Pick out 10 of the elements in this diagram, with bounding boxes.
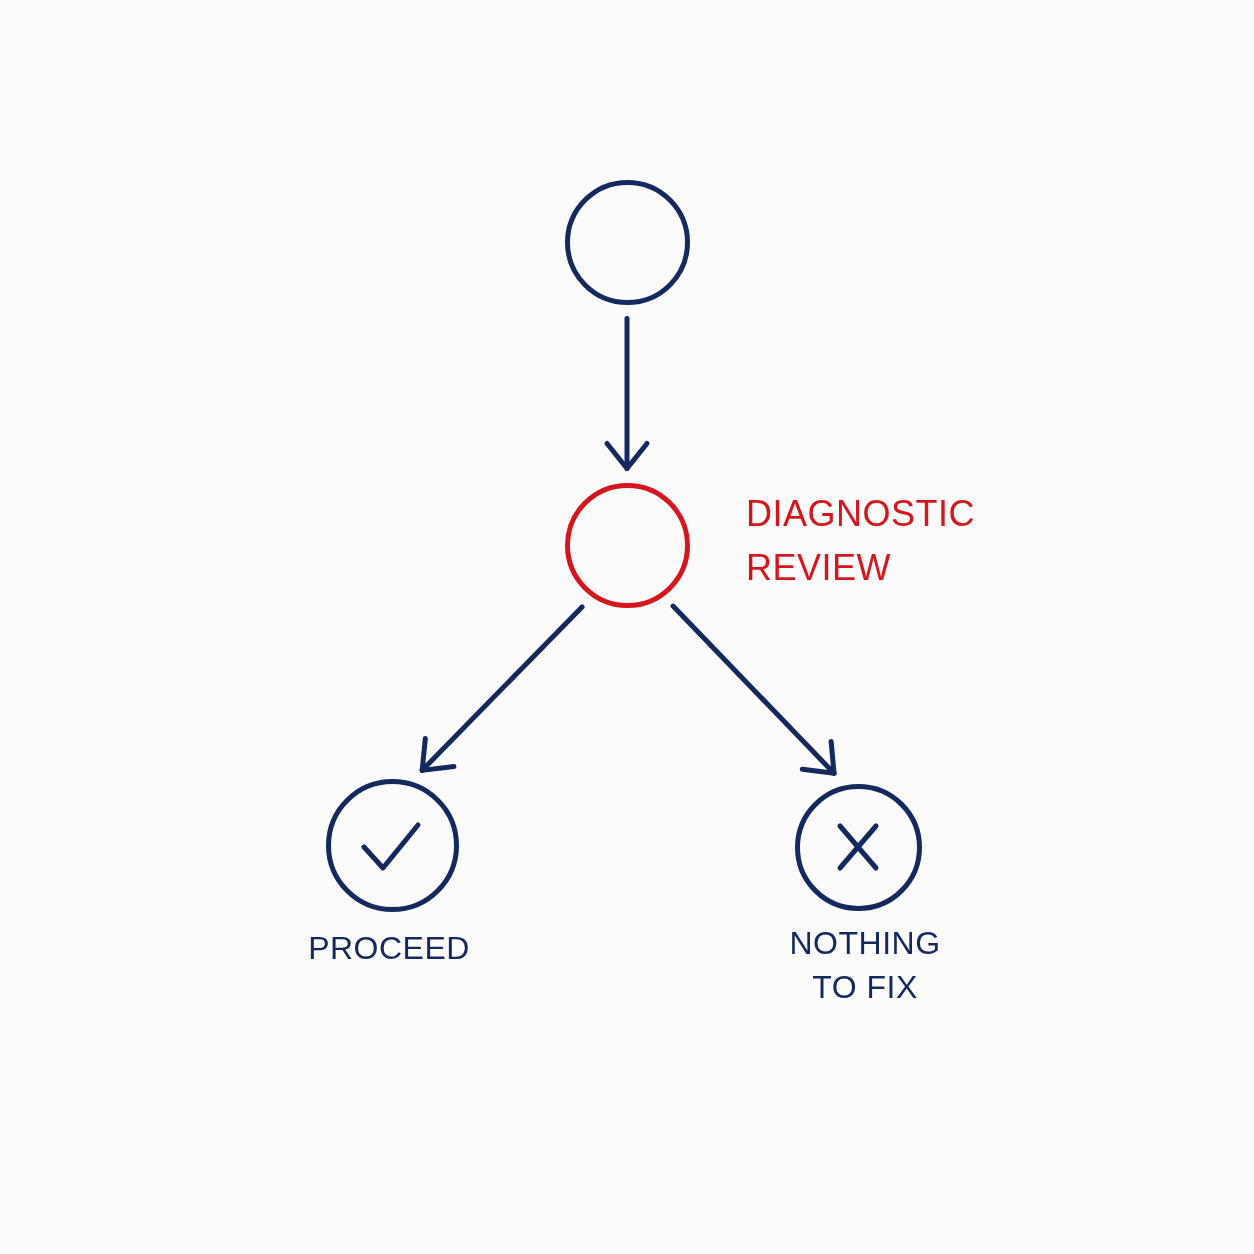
node-caption: PROCEED [308, 929, 470, 968]
arrow [419, 604, 585, 773]
circle-node [564, 482, 690, 608]
circle-node [564, 179, 690, 305]
circle-node [325, 778, 459, 912]
arrow [604, 316, 650, 471]
circle-node [794, 783, 922, 911]
node-caption: DIAGNOSTIC REVIEW [746, 492, 975, 590]
arrow [670, 603, 837, 776]
node-caption: NOTHING TO FIX [789, 924, 941, 1007]
